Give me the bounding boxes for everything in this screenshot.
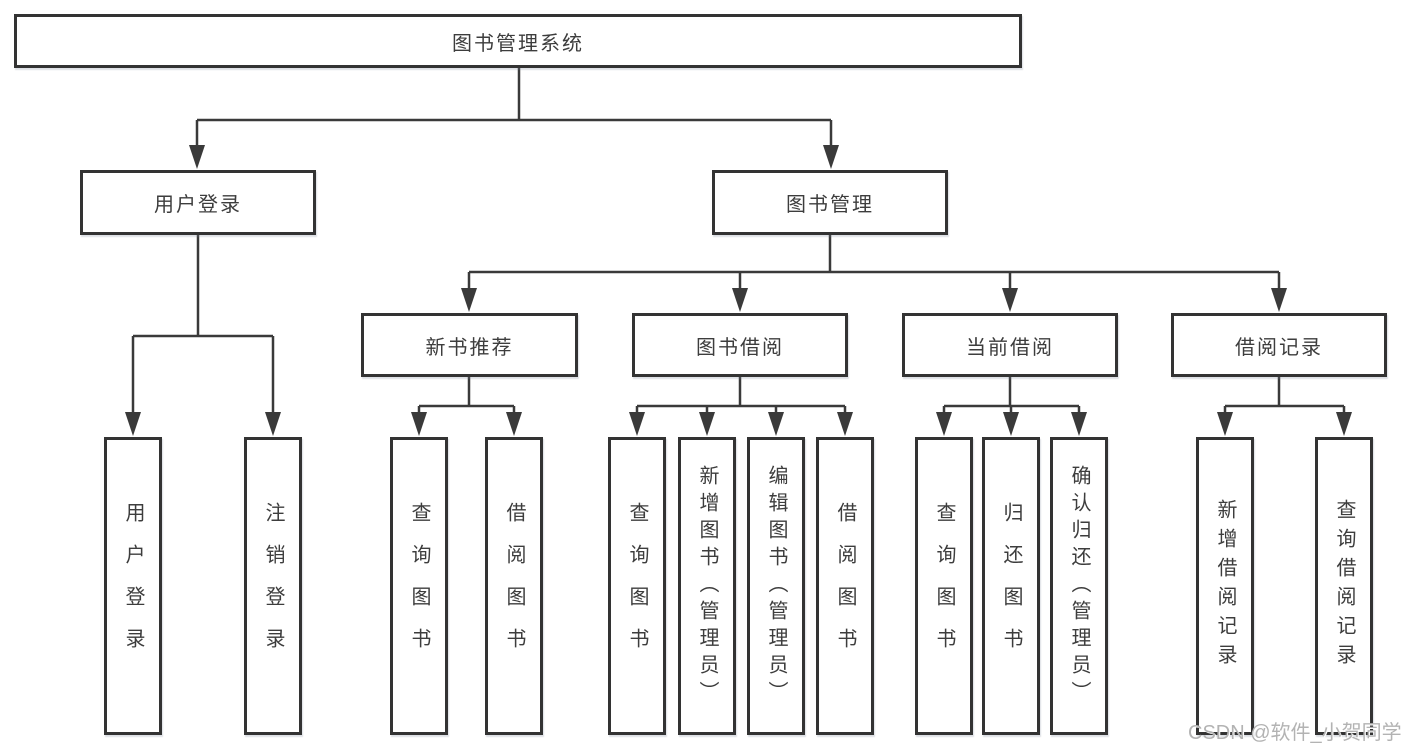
- csdn-watermark: CSDN @软件_小贺同学: [1188, 722, 1402, 744]
- leaf-logout-login: 注销登录: [244, 437, 302, 735]
- leaf-return-books-label: 归还图书: [1000, 502, 1022, 670]
- node-book-borrowing-label: 图书借阅: [696, 336, 784, 359]
- node-book-management-label: 图书管理: [786, 194, 874, 216]
- leaf-add-books-admin: 新增图书（管理员）: [678, 437, 736, 735]
- leaf-confirm-return-admin-label: 确认归还（管理员）: [1068, 464, 1090, 708]
- leaf-query-borrow-record-label: 查询借阅记录: [1333, 499, 1355, 673]
- node-user-login: 用户登录: [80, 170, 316, 235]
- leaf-query-books-current: 查询图书: [915, 437, 973, 735]
- leaf-query-books-borrowing: 查询图书: [608, 437, 666, 735]
- node-root-label: 图书管理系统: [452, 32, 584, 55]
- leaf-add-borrow-record-label: 新增借阅记录: [1214, 499, 1236, 673]
- leaf-edit-books-admin: 编辑图书（管理员）: [747, 437, 805, 735]
- leaf-borrow-books-borrowing-label: 借阅图书: [834, 502, 856, 670]
- leaf-return-books: 归还图书: [982, 437, 1040, 735]
- node-book-management: 图书管理: [712, 170, 948, 235]
- leaf-user-login: 用户登录: [104, 437, 162, 735]
- leaf-user-login-label: 用户登录: [122, 502, 144, 670]
- leaf-query-books-current-label: 查询图书: [933, 502, 955, 670]
- leaf-edit-books-admin-label: 编辑图书（管理员）: [765, 464, 787, 708]
- leaf-borrow-books-borrowing: 借阅图书: [816, 437, 874, 735]
- node-root-system: 图书管理系统: [14, 14, 1022, 68]
- leaf-borrow-books-recommend-label: 借阅图书: [503, 502, 525, 670]
- leaf-add-borrow-record: 新增借阅记录: [1196, 437, 1254, 735]
- leaf-query-books-recommend-label: 查询图书: [408, 502, 430, 670]
- node-borrowing-records-label: 借阅记录: [1235, 336, 1323, 359]
- leaf-logout-login-label: 注销登录: [262, 502, 284, 670]
- leaf-query-books-borrowing-label: 查询图书: [626, 502, 648, 670]
- node-user-login-label: 用户登录: [154, 194, 242, 216]
- leaf-borrow-books-recommend: 借阅图书: [485, 437, 543, 735]
- node-new-book-recommendation: 新书推荐: [361, 313, 578, 377]
- leaf-query-borrow-record: 查询借阅记录: [1315, 437, 1373, 735]
- node-borrowing-records: 借阅记录: [1171, 313, 1387, 377]
- leaf-query-books-recommend: 查询图书: [390, 437, 448, 735]
- node-current-borrowing-label: 当前借阅: [966, 336, 1054, 359]
- node-new-book-recommendation-label: 新书推荐: [425, 336, 514, 359]
- leaf-add-books-admin-label: 新增图书（管理员）: [696, 464, 718, 708]
- arrowheads: [125, 145, 1352, 436]
- node-book-borrowing: 图书借阅: [632, 313, 848, 377]
- leaf-confirm-return-admin: 确认归还（管理员）: [1050, 437, 1108, 735]
- node-current-borrowing: 当前借阅: [902, 313, 1118, 377]
